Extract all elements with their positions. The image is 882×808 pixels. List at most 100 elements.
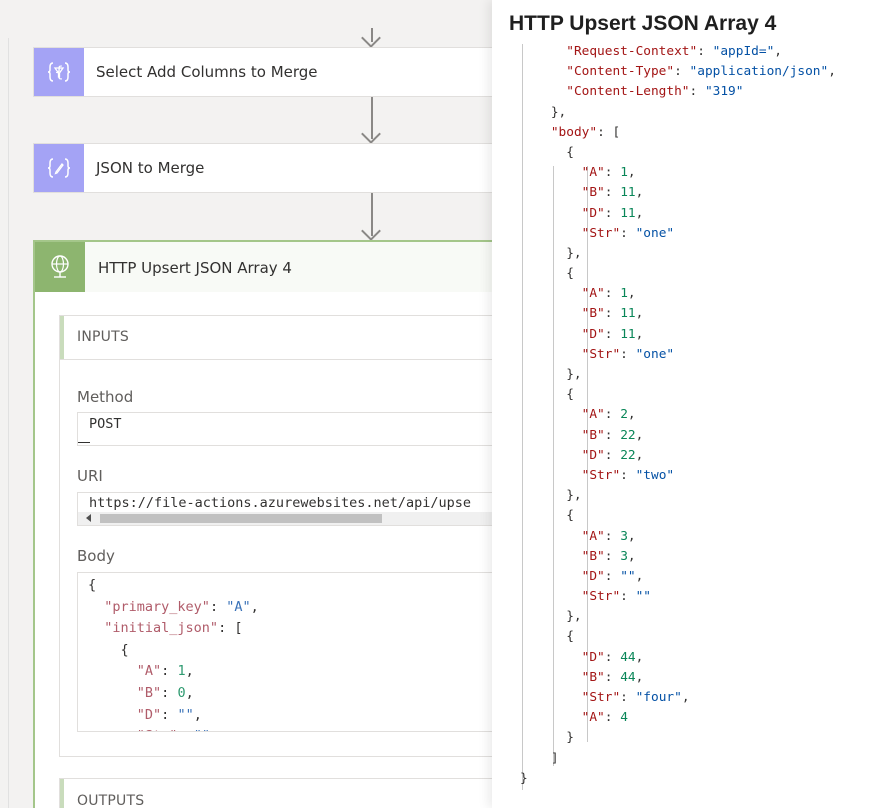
code-line: "A": 2, [520,405,880,425]
code-token: : [620,467,636,483]
code-token: 4 [620,710,628,726]
code-token: 3 [620,528,628,544]
code-token: , [635,185,644,201]
uri-horizontal-scrollbar[interactable] [78,512,492,525]
code-token: 11 [620,185,636,201]
select-braces-icon: { [34,48,84,96]
code-line: "B": 11, [520,183,880,203]
code-token: : [161,663,178,680]
code-token: , [635,326,644,342]
method-text: POST [89,416,122,432]
code-token: : [604,407,621,423]
code-line: "A": 1, [88,661,492,683]
code-token: "A" [136,663,162,680]
code-token: : [177,728,193,731]
code-line: { [520,385,880,405]
action-card-select-add-columns[interactable]: { Select Add Columns to Merge [33,47,492,97]
code-token: "Str" [137,728,178,731]
code-token [520,165,582,180]
indent-guide [553,166,554,766]
code-line: { [520,264,880,284]
code-token: "primary_key" [104,598,210,615]
flow-arrow [361,28,382,48]
outputs-code-viewer[interactable]: "Request-Context": "appId=", "Content-Ty… [520,42,880,789]
code-token [520,185,582,200]
code-token: 0 [177,684,186,701]
code-token: "four" [635,690,682,705]
code-token: { [88,641,129,658]
code-line: "Str": "two" [520,466,880,486]
code-token: "Str" [581,690,621,705]
inputs-label[interactable]: INPUTS [77,329,129,345]
code-token: : [604,710,621,726]
canvas-edge-divider [8,38,9,808]
scrollbar-thumb[interactable] [100,514,382,523]
code-token: "Content-Length" [566,84,690,100]
code-token: : [ [218,620,243,637]
code-token [520,64,566,79]
code-token: , [635,427,644,443]
code-line: }, [520,244,880,264]
code-line: "Str": "one" [520,345,880,365]
code-token: "initial_json" [104,620,219,637]
method-value[interactable]: POST [77,412,492,446]
code-token: "D" [136,706,162,723]
code-token: "Str" [581,346,621,362]
code-token [520,125,551,140]
code-token: , [635,306,644,322]
code-token: : [604,306,621,322]
code-token: : [161,706,178,723]
body-label: Body [77,547,115,565]
code-token: { [520,266,574,282]
code-token: , [627,528,636,544]
section-accent [60,316,64,359]
uri-value[interactable]: https://file-actions.azurewebsites.net/a… [77,492,492,526]
code-token: "Request-Context" [566,44,698,59]
code-line: "D": 44, [520,648,880,668]
code-line: { [88,575,492,597]
code-line: "A": 3, [520,527,880,547]
action-card-header[interactable]: HTTP Upsert JSON Array 4 [35,242,492,292]
outputs-label[interactable]: OUTPUTS [77,793,145,808]
code-token: "B" [581,306,605,322]
action-card-json-to-merge[interactable]: JSON to Merge [33,143,492,193]
code-line: "B": 11, [520,304,880,324]
code-token: { [520,144,574,160]
code-token: "appId=" [712,44,775,59]
code-token: : [ [597,124,621,140]
uri-text: https://file-actions.azurewebsites.net/a… [89,495,472,511]
code-token: { [520,387,574,403]
code-token [520,226,582,241]
code-token: "A" [581,165,605,181]
svg-text:{: { [54,63,64,81]
globe-icon [35,242,85,292]
code-token [520,448,582,463]
code-token: : [604,326,621,342]
code-token: 2 [620,407,628,423]
code-token: : [161,684,178,701]
code-token: , [185,684,194,701]
code-token: "B" [581,669,605,685]
code-token [520,529,582,544]
code-line: "Str": "one" [520,224,880,244]
code-token: 1 [620,165,628,181]
code-line: "Str": "four", [520,688,880,708]
code-line: "Str": "" [88,726,492,731]
code-line: "primary_key": "A", [88,597,492,619]
body-code-viewer[interactable]: { "primary_key": "A", "initial_json": [ … [77,572,492,732]
code-line: } [520,769,880,789]
code-token: "two" [635,467,675,483]
code-line: "body": [ [520,123,880,143]
scroll-left-arrow-icon[interactable] [86,514,91,522]
code-token [520,286,582,301]
code-line: "A": 4 [520,708,880,728]
code-line: "Content-Type": "application/json", [520,62,880,82]
code-token: : [697,44,713,59]
code-token [520,428,582,443]
code-token: }, [520,104,567,120]
code-token: , [185,663,194,680]
action-card-http-upsert[interactable]: HTTP Upsert JSON Array 4 INPUTS Method P… [33,240,492,808]
code-token: "D" [581,205,605,221]
code-token: 1 [620,286,628,302]
code-token: : [604,669,621,685]
